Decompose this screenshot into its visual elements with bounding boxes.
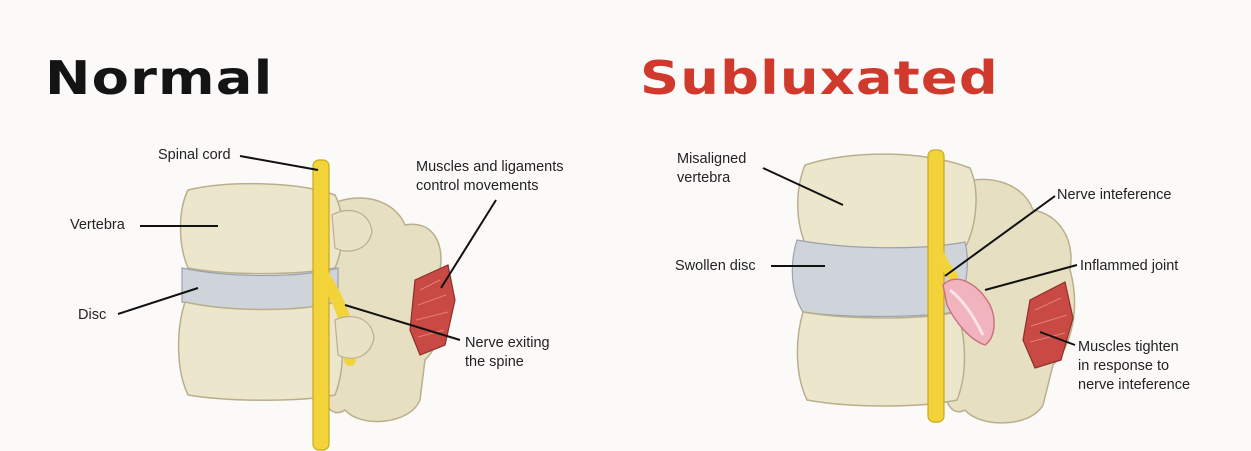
subluxated-spine-illustration <box>762 149 1078 424</box>
label-inflamed-joint: Inflammed joint <box>1080 258 1179 274</box>
label-muscles-ligaments-line2: control movements <box>416 178 539 194</box>
label-muscles-tighten-line1: Muscles tighten <box>1078 339 1179 355</box>
normal-title: Normal <box>45 51 274 105</box>
label-disc: Disc <box>78 307 107 323</box>
label-swollen-disc: Swollen disc <box>675 258 756 274</box>
label-nerve-exiting-line1: Nerve exiting <box>465 335 550 351</box>
subluxated-pinched-nerve <box>932 245 958 281</box>
label-muscles-tighten: Muscles tighten in response to nerve int… <box>1078 338 1190 395</box>
label-spinal-cord: Spinal cord <box>158 147 231 163</box>
label-misaligned-vertebra: Misaligned vertebra <box>677 150 746 188</box>
label-misaligned-line1: Misaligned <box>677 151 747 167</box>
normal-spinal-cord <box>312 159 330 451</box>
label-vertebra: Vertebra <box>70 217 125 233</box>
label-misaligned-line2: vertebra <box>677 170 731 186</box>
normal-panel: Normal Spinal cord Vertebra Disc Muscl <box>0 0 620 451</box>
subluxated-muscle <box>1022 281 1074 369</box>
normal-spine-illustration <box>117 155 497 451</box>
label-nerve-exiting-line2: the spine <box>465 354 524 370</box>
normal-lower-vertebra <box>177 301 344 401</box>
subluxated-upper-vertebra <box>797 153 977 256</box>
label-muscles-ligaments: Muscles and ligaments control movements <box>416 158 564 196</box>
label-nerve-interference: Nerve inteference <box>1057 187 1172 203</box>
subluxated-spinal-cord <box>927 149 945 423</box>
normal-muscle <box>409 264 456 356</box>
normal-upper-vertebra <box>179 182 344 275</box>
subluxated-lower-vertebra <box>796 311 966 407</box>
label-nerve-exiting: Nerve exiting the spine <box>465 334 550 372</box>
label-muscles-tighten-line3: nerve inteference <box>1078 377 1191 393</box>
label-muscles-tighten-line2: in response to <box>1078 358 1170 374</box>
subluxated-panel: Subluxated Misaligned vertebra Swol <box>625 0 1245 451</box>
subluxated-title: Subluxated <box>640 51 999 105</box>
label-muscles-ligaments-line1: Muscles and ligaments <box>416 159 564 175</box>
